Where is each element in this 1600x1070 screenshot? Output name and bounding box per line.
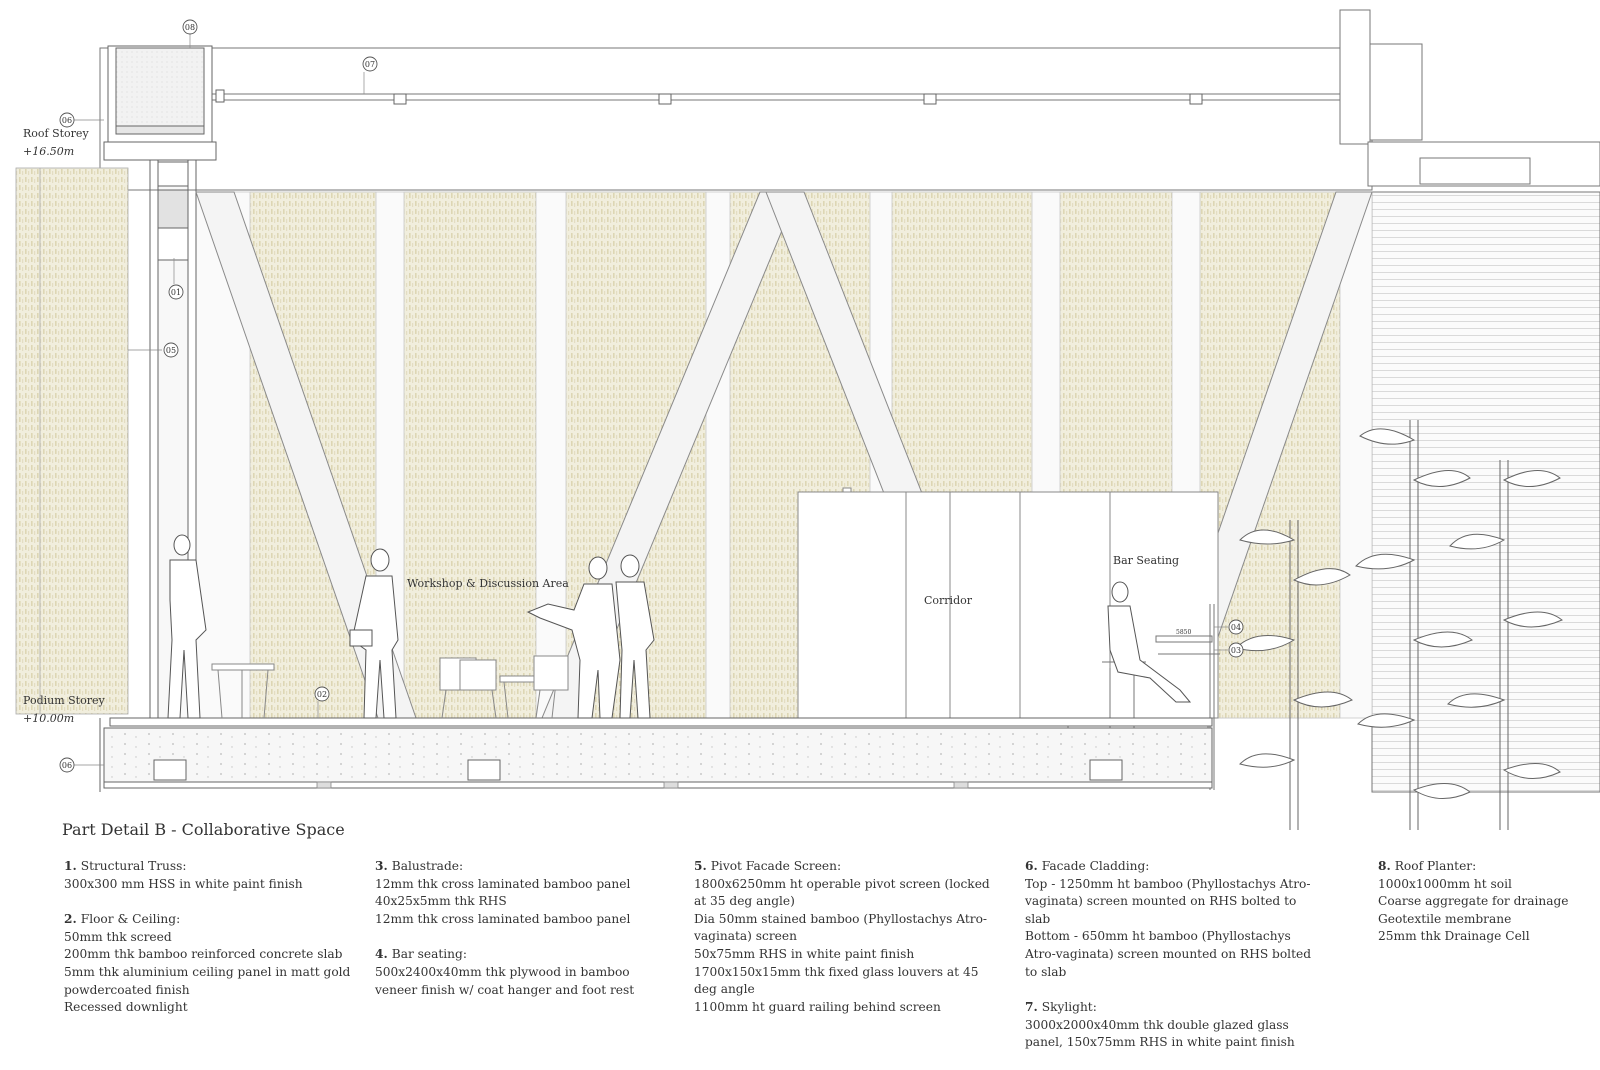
note-1-heading: Structural Truss: <box>80 859 187 873</box>
corridor-box <box>797 487 1219 719</box>
note-5-number: 5. <box>694 859 707 873</box>
workshop-area-label: Workshop & Discussion Area <box>407 577 569 590</box>
note-6-line: Top - 1250mm ht bamboo (Phyllostachys At… <box>1025 876 1311 926</box>
figure-gesturing <box>526 556 621 719</box>
note-5-line: 1100mm ht guard railing behind screen <box>694 999 941 1014</box>
note-2-heading: Floor & Ceiling: <box>80 912 181 927</box>
tag-01: 01 <box>171 288 181 297</box>
note-4-heading: Bar seating: <box>391 947 467 962</box>
note-5: 5.Pivot Facade Screen: 1800x6250mm ht op… <box>694 858 990 1016</box>
note-3-heading: Balustrade: <box>391 859 464 873</box>
note-2: 2.Floor & Ceiling: 50mm thk screed 200mm… <box>64 911 354 1017</box>
notes-column-5: 8.Roof Planter: 1000x1000mm ht soil Coar… <box>1378 858 1588 964</box>
right-building <box>1339 9 1600 793</box>
bar-seating-label: Bar Seating <box>1113 554 1179 567</box>
figure-with-book <box>349 548 399 719</box>
figure-back <box>615 554 655 719</box>
note-5-heading: Pivot Facade Screen: <box>710 859 842 873</box>
note-1: 1.Structural Truss: 300x300 mm HSS in wh… <box>64 858 354 893</box>
note-2-line: 200mm thk bamboo reinforced concrete sla… <box>64 947 343 962</box>
note-8-line: Geotextile membrane <box>1378 911 1512 926</box>
note-6-line: Bottom - 650mm ht bamboo (Phyllostachys … <box>1025 929 1311 979</box>
notes-column-1: 1.Structural Truss: 300x300 mm HSS in wh… <box>64 858 354 1035</box>
note-6: 6.Facade Cladding: Top - 1250mm ht bambo… <box>1025 858 1321 981</box>
note-2-line: 5mm thk aluminium ceiling panel in matt … <box>64 964 351 997</box>
floor-slab <box>99 717 1213 792</box>
note-7-heading: Skylight: <box>1041 1000 1097 1015</box>
note-3-line: 12mm thk cross laminated bamboo panel <box>375 876 631 891</box>
notes-column-4: 6.Facade Cladding: Top - 1250mm ht bambo… <box>1025 858 1321 1070</box>
note-1-number: 1. <box>64 859 77 873</box>
drawing-title: Part Detail B - Collaborative Space <box>62 820 345 839</box>
tag-02: 02 <box>317 690 327 699</box>
note-7-line: 3000x2000x40mm thk double glazed glass p… <box>1025 1017 1295 1050</box>
level-podium-elevation: +10.00m <box>23 712 74 725</box>
downlights <box>316 781 969 789</box>
number-tags <box>59 19 1244 773</box>
notes-column-3: 5.Pivot Facade Screen: 1800x6250mm ht op… <box>694 858 990 1034</box>
note-2-number: 2. <box>64 912 77 927</box>
notes-column-2: 3.Balustrade: 12mm thk cross laminated b… <box>375 858 655 1017</box>
note-2-line: 50mm thk screed <box>64 929 172 944</box>
discussion-furniture <box>211 655 569 719</box>
roof-planter <box>103 45 217 161</box>
roof-band <box>99 47 1373 191</box>
note-6-heading: Facade Cladding: <box>1041 859 1150 873</box>
note-8: 8.Roof Planter: 1000x1000mm ht soil Coar… <box>1378 858 1588 946</box>
note-7: 7.Skylight: 3000x2000x40mm thk double gl… <box>1025 999 1321 1052</box>
left-screen <box>15 167 129 715</box>
human-figures <box>167 534 1192 719</box>
note-3: 3.Balustrade: 12mm thk cross laminated b… <box>375 858 655 928</box>
figure-standing-left <box>167 534 207 719</box>
corridor-label: Corridor <box>924 594 973 607</box>
tag-04: 04 <box>1231 623 1241 632</box>
note-7-number: 7. <box>1025 1000 1038 1015</box>
figure-seated-bar <box>1107 581 1192 703</box>
note-4-line: 500x2400x40mm thk plywood in bamboo vene… <box>375 964 635 997</box>
leader-lines <box>74 34 1228 766</box>
note-1-line: 300x300 mm HSS in white paint finish <box>64 876 303 891</box>
level-roof-label: Roof Storey <box>23 127 89 140</box>
note-8-number: 8. <box>1378 859 1391 873</box>
tag-08: 08 <box>185 23 195 32</box>
note-4-number: 4. <box>375 947 388 962</box>
note-5-line: 1700x150x15mm thk fixed glass louvers at… <box>694 964 979 997</box>
bamboo-plants <box>1235 420 1563 830</box>
note-8-line: Coarse aggregate for drainage <box>1378 894 1569 909</box>
note-5-line: 50x75mm RHS in white paint finish <box>694 946 915 961</box>
tag-03: 03 <box>1231 646 1241 655</box>
level-podium-label: Podium Storey <box>23 694 105 707</box>
note-5-line: Dia 50mm stained bamboo (Phyllostachys A… <box>694 911 988 944</box>
tag-06-bottom: 06 <box>62 761 72 770</box>
tag-05: 05 <box>166 346 176 355</box>
note-8-heading: Roof Planter: <box>1394 859 1477 873</box>
section-drawing: 08 07 06 01 05 02 04 03 06 Roof Storey +… <box>15 9 1600 830</box>
note-3-number: 3. <box>375 859 388 873</box>
tag-06-top: 06 <box>62 116 72 125</box>
note-2-line: Recessed downlight <box>64 1000 188 1015</box>
note-8-line: 25mm thk Drainage Cell <box>1378 929 1530 944</box>
note-4: 4.Bar seating: 500x2400x40mm thk plywood… <box>375 946 655 999</box>
tag-07: 07 <box>365 60 375 69</box>
note-3-line: 40x25x5mm thk RHS <box>375 894 507 909</box>
bar-dimension: 5850 <box>1176 629 1191 636</box>
note-6-number: 6. <box>1025 859 1038 873</box>
note-8-line: 1000x1000mm ht soil <box>1378 876 1512 891</box>
level-roof-elevation: +16.50m <box>23 145 74 158</box>
note-3-line: 12mm thk cross laminated bamboo panel <box>375 911 631 926</box>
note-5-line: 1800x6250mm ht operable pivot screen (lo… <box>694 876 990 909</box>
